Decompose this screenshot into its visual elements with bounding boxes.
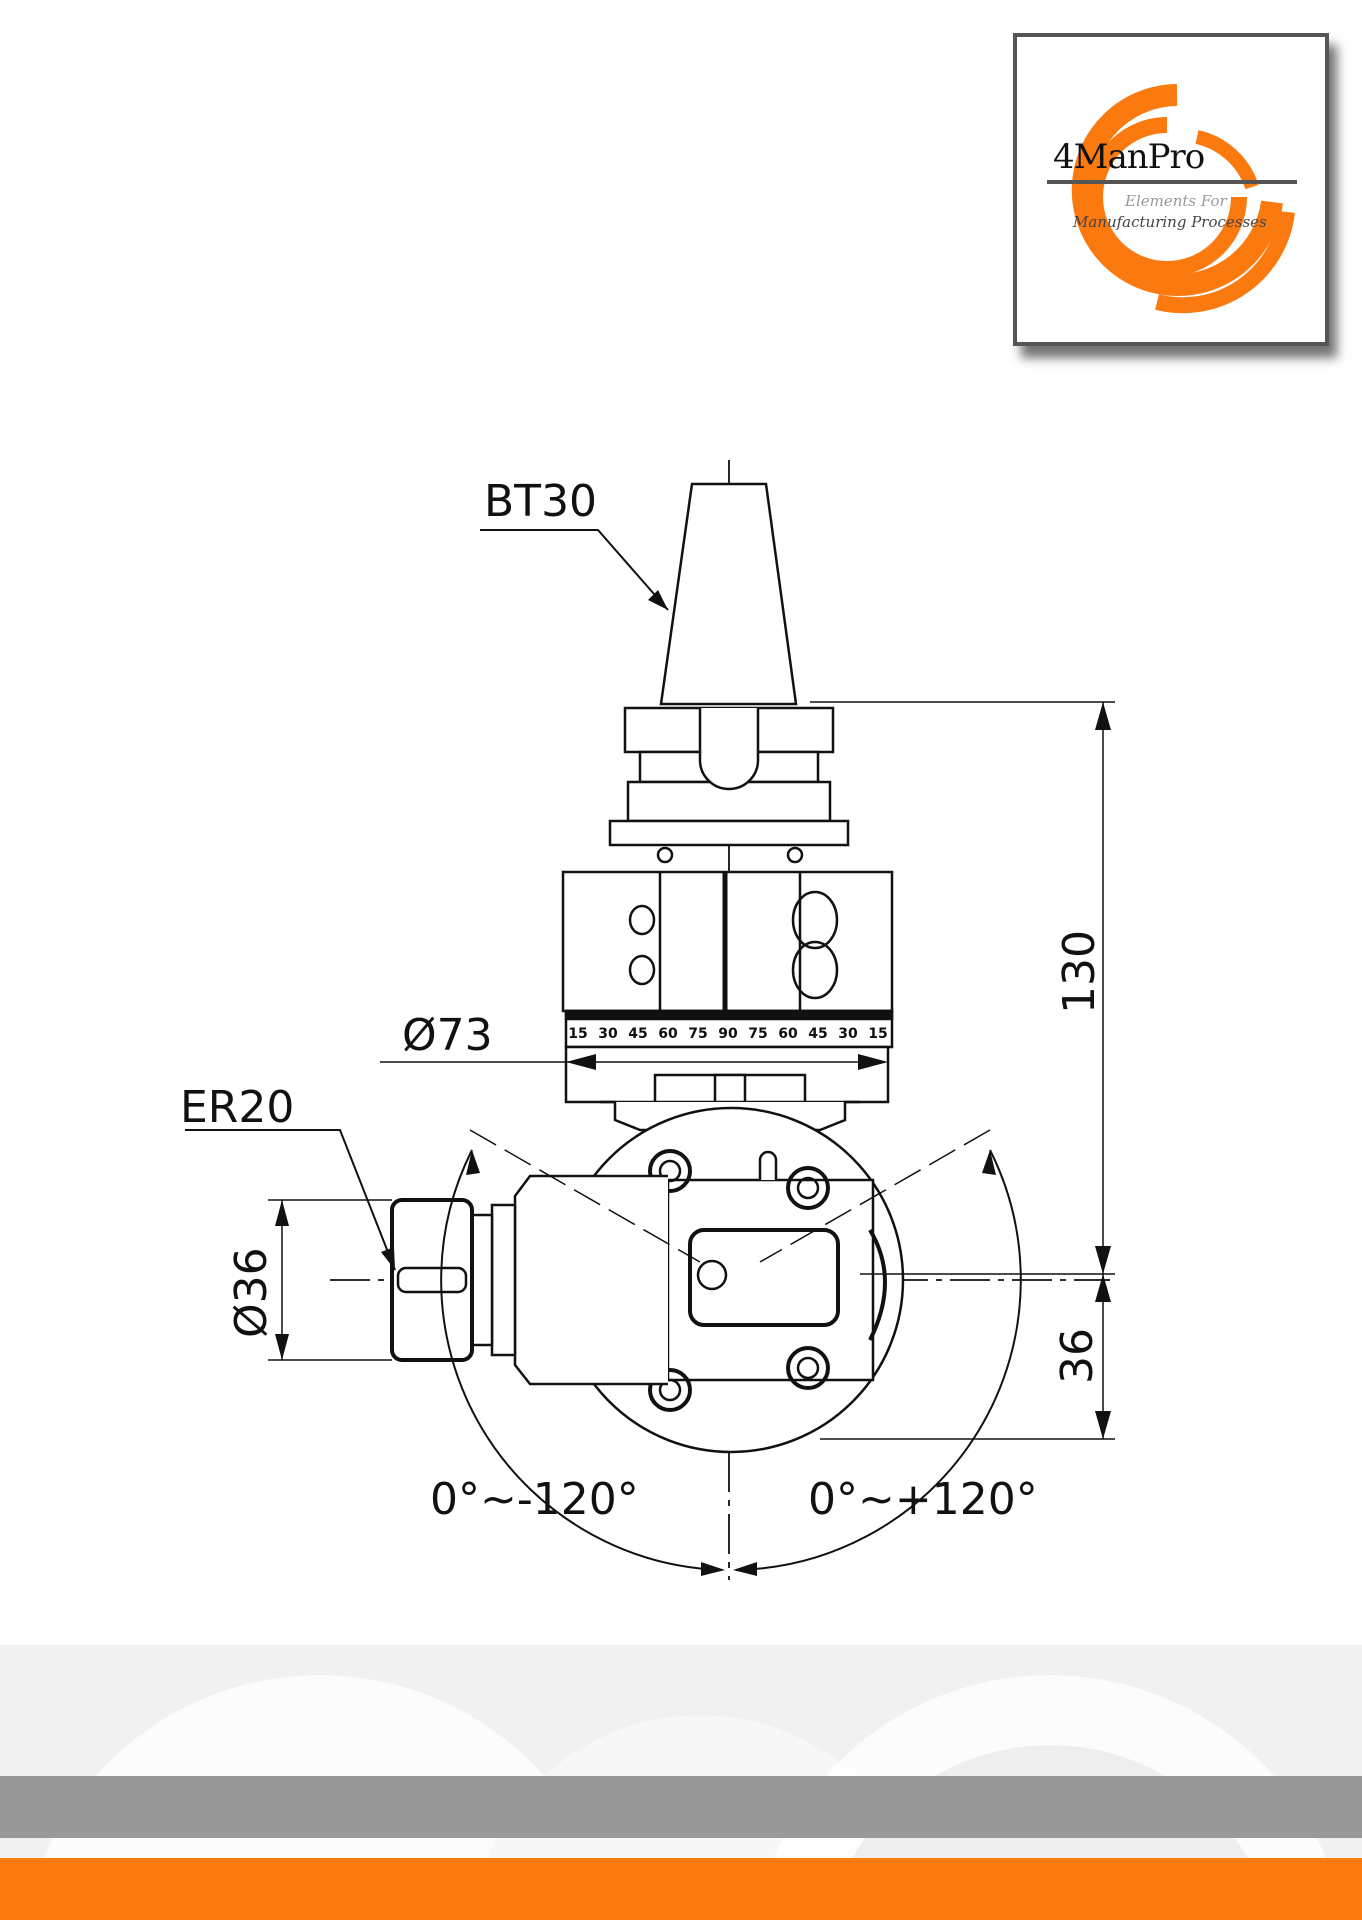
logo-title: 4ManPro — [1053, 137, 1205, 177]
offset-36-label: 36 — [1052, 1328, 1103, 1384]
scale-mark: 15 — [868, 1026, 887, 1042]
height-130-label: 130 — [1054, 930, 1105, 1014]
scale-mark: 90 — [718, 1026, 738, 1042]
diameter-73-label: Ø73 — [402, 1010, 493, 1061]
footer-orange-band — [0, 1858, 1362, 1920]
angle-arc-right — [735, 1149, 1022, 1571]
angle-arc-left — [440, 1149, 723, 1571]
scale-mark: 75 — [748, 1026, 767, 1042]
scale-mark: 60 — [778, 1026, 798, 1042]
logo-rings-icon — [1047, 84, 1297, 314]
diameter-36-label: Ø36 — [226, 1247, 277, 1338]
scale-mark: 30 — [598, 1026, 618, 1042]
scale-mark: 30 — [838, 1026, 858, 1042]
bt30-label: BT30 — [484, 476, 598, 527]
collet-nose — [396, 1266, 468, 1294]
angle-left-label: 0°~-120° — [430, 1474, 639, 1525]
scale-mark: 60 — [658, 1026, 678, 1042]
scale-mark: 45 — [628, 1026, 647, 1042]
spindle-arm — [513, 1174, 668, 1386]
collar-plate — [608, 819, 850, 847]
er20-label: ER20 — [180, 1082, 295, 1133]
scale-mark: 15 — [568, 1026, 587, 1042]
bt30-taper — [659, 482, 798, 706]
logo: 4ManPro Elements For Manufacturing Proce… — [1013, 33, 1329, 346]
logo-tagline: Elements For — [1125, 192, 1227, 210]
angle-right-label: 0°~+120° — [808, 1474, 1038, 1525]
scale-mark: 75 — [688, 1026, 707, 1042]
footer-gray-band — [0, 1776, 1362, 1838]
logo-tagline: Manufacturing Processes — [1073, 213, 1267, 231]
scale-mark: 45 — [808, 1026, 827, 1042]
